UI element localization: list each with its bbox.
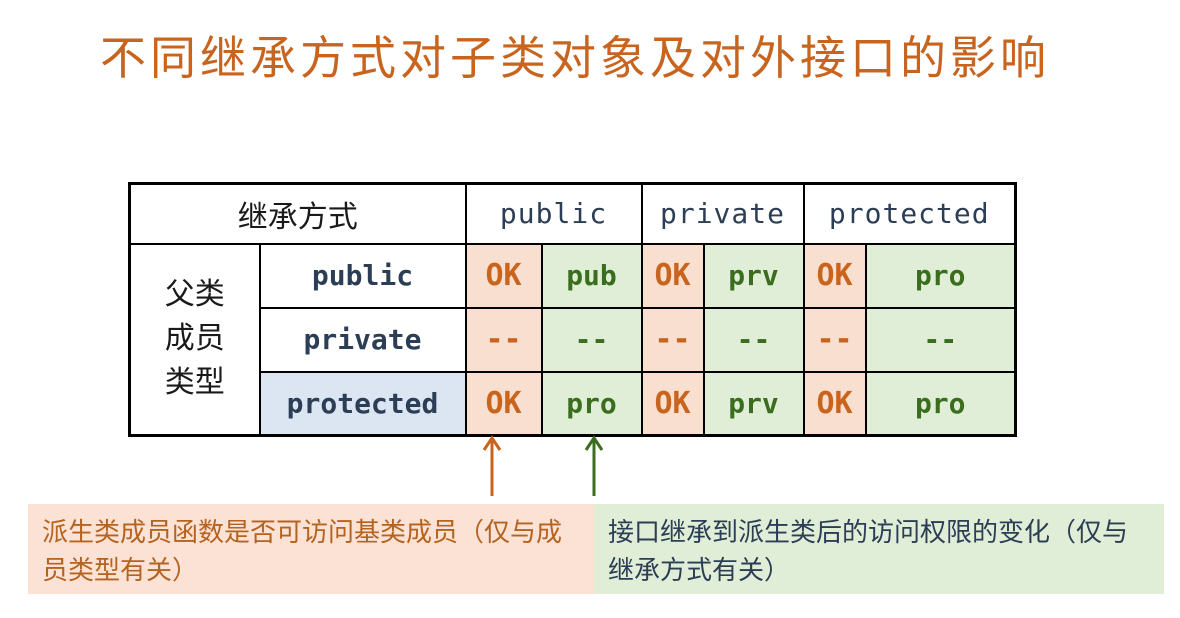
cell-protected-public-result: pro	[540, 370, 643, 437]
cell-protected-private-access: OK	[640, 370, 705, 437]
cell-public-public-result: pub	[540, 242, 643, 309]
cell-private-public-access: --	[464, 306, 543, 373]
cell-public-public-access: OK	[464, 242, 543, 309]
cell-protected-public-access: OK	[464, 370, 543, 437]
cell-protected-protected-result: pro	[864, 370, 1017, 437]
green-arrow	[584, 435, 604, 496]
cell-private-protected-access: --	[802, 306, 867, 373]
member-private: private	[258, 306, 467, 373]
cell-private-protected-result: --	[864, 306, 1017, 373]
cell-protected-protected-access: OK	[802, 370, 867, 437]
cell-private-private-access: --	[640, 306, 705, 373]
inheritance-table: 继承方式 public private protected 父类 成员 类型 p…	[128, 182, 1017, 437]
member-access-note: 派生类成员函数是否可访问基类成员（仅与成员类型有关）	[28, 504, 594, 594]
cell-private-private-result: --	[702, 306, 805, 373]
corner-header: 继承方式	[128, 182, 467, 245]
cell-public-protected-access: OK	[802, 242, 867, 309]
member-protected: protected	[258, 370, 467, 437]
orange-arrow	[482, 435, 502, 496]
member-public: public	[258, 242, 467, 309]
header-private: private	[640, 182, 805, 245]
row-group-label: 父类 成员 类型	[128, 242, 261, 437]
interface-access-note: 接口继承到派生类后的访问权限的变化（仅与继承方式有关）	[594, 504, 1164, 594]
header-public: public	[464, 182, 643, 245]
page-title: 不同继承方式对子类对象及对外接口的影响	[100, 31, 1050, 85]
header-protected: protected	[802, 182, 1017, 245]
cell-public-private-result: prv	[702, 242, 805, 309]
cell-protected-private-result: prv	[702, 370, 805, 437]
cell-private-public-result: --	[540, 306, 643, 373]
cell-public-private-access: OK	[640, 242, 705, 309]
cell-public-protected-result: pro	[864, 242, 1017, 309]
